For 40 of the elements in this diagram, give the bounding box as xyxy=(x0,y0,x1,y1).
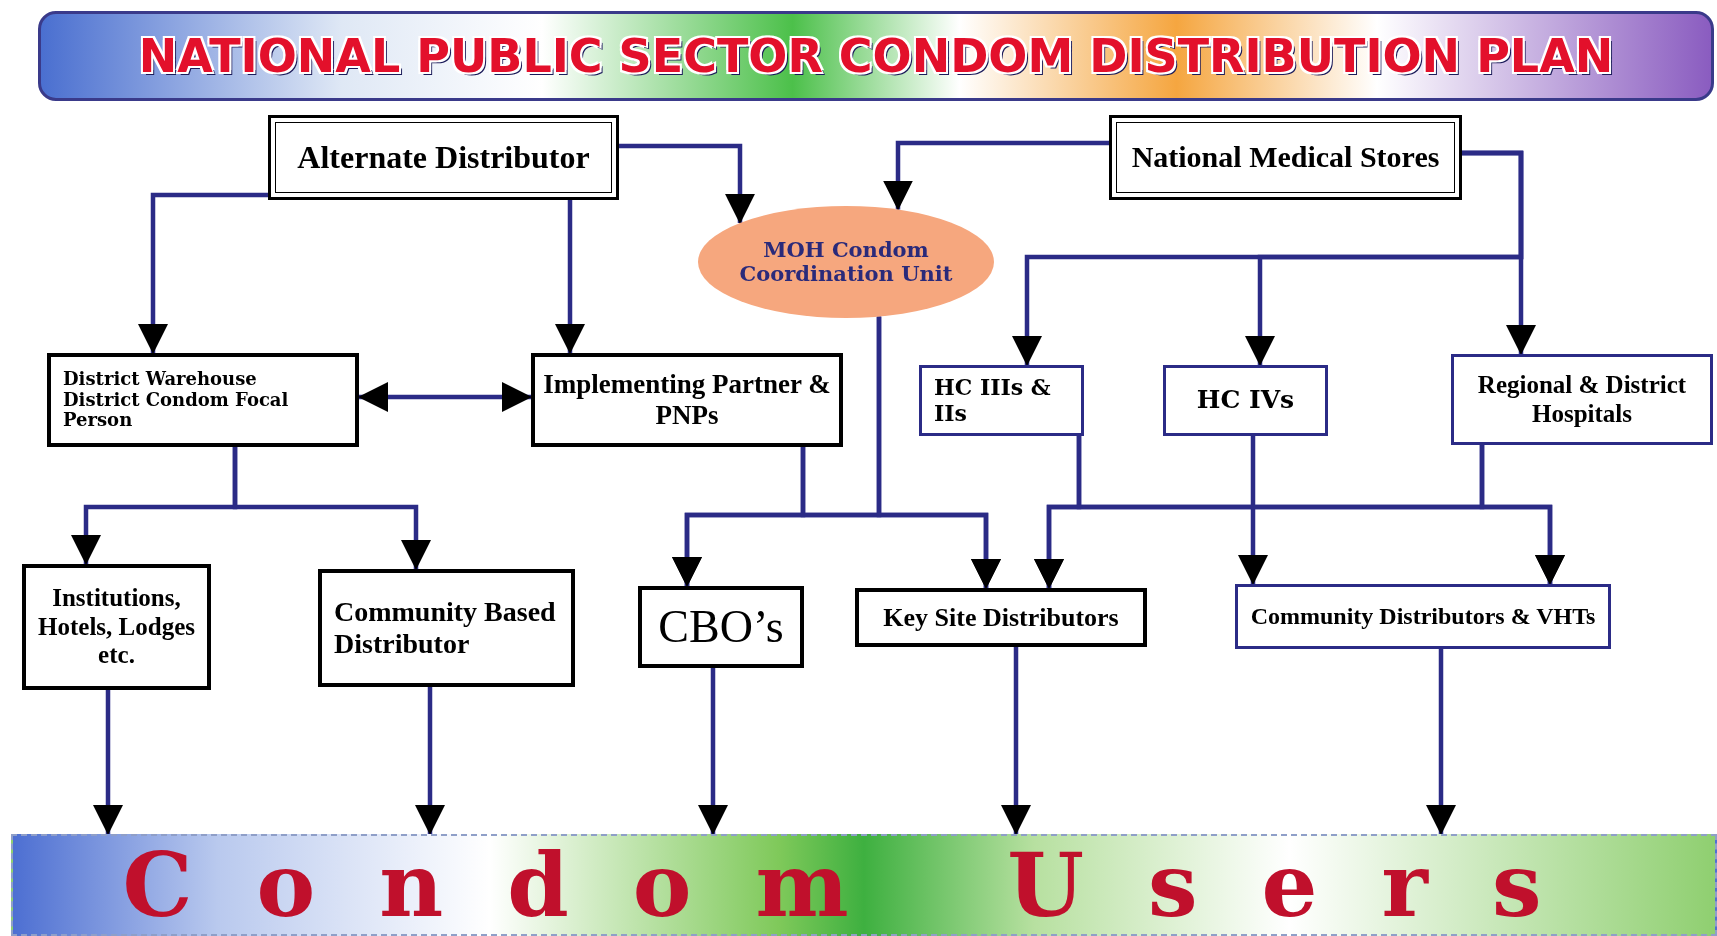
arrow xyxy=(1238,436,1268,585)
box-label: Community Distributors & VHTs xyxy=(1250,602,1596,631)
arrow xyxy=(1001,647,1031,835)
arrow xyxy=(1462,150,1536,355)
arrow xyxy=(883,140,1109,211)
process-box xyxy=(638,586,804,668)
arrow xyxy=(232,447,431,570)
arrow xyxy=(1479,445,1565,585)
arrow xyxy=(698,668,728,835)
arrow xyxy=(415,687,445,835)
arrow xyxy=(619,143,755,224)
box-label: Regional & District Hospitals xyxy=(1476,370,1688,429)
process-box xyxy=(1163,365,1328,436)
box-label: HC IIIs & IIs xyxy=(934,375,1052,426)
arrow xyxy=(358,382,532,412)
process-box xyxy=(47,353,359,447)
process-box xyxy=(22,564,211,690)
process-box xyxy=(919,365,1084,436)
box-label: MOH Condom Coordination Unit xyxy=(738,237,954,287)
process-box xyxy=(1109,115,1462,200)
arrow xyxy=(876,316,1001,589)
box-label: Implementing Partner & PNPs xyxy=(542,368,832,432)
box-label: Institutions, Hotels, Lodges etc. xyxy=(37,583,196,671)
box-label: Community Based Distributor xyxy=(334,595,557,661)
box-label: Key Site Distributors xyxy=(883,602,1119,633)
process-box xyxy=(855,588,1147,647)
box-label: HC IVs xyxy=(1196,386,1295,415)
box-label: CBO’s xyxy=(658,600,784,654)
process-box xyxy=(1235,584,1611,649)
process-box xyxy=(1451,354,1713,445)
box-label: District Warehouse District Condom Focal Person xyxy=(63,368,290,432)
arrow xyxy=(93,690,123,835)
box-label: National Medical Stores xyxy=(1131,140,1440,175)
arrow xyxy=(1426,649,1456,835)
process-box xyxy=(531,353,843,447)
arrow xyxy=(555,200,585,354)
process-box xyxy=(318,569,575,687)
box-label: Alternate Distributor xyxy=(297,139,590,176)
arrow xyxy=(138,192,268,354)
process-box xyxy=(268,115,619,200)
